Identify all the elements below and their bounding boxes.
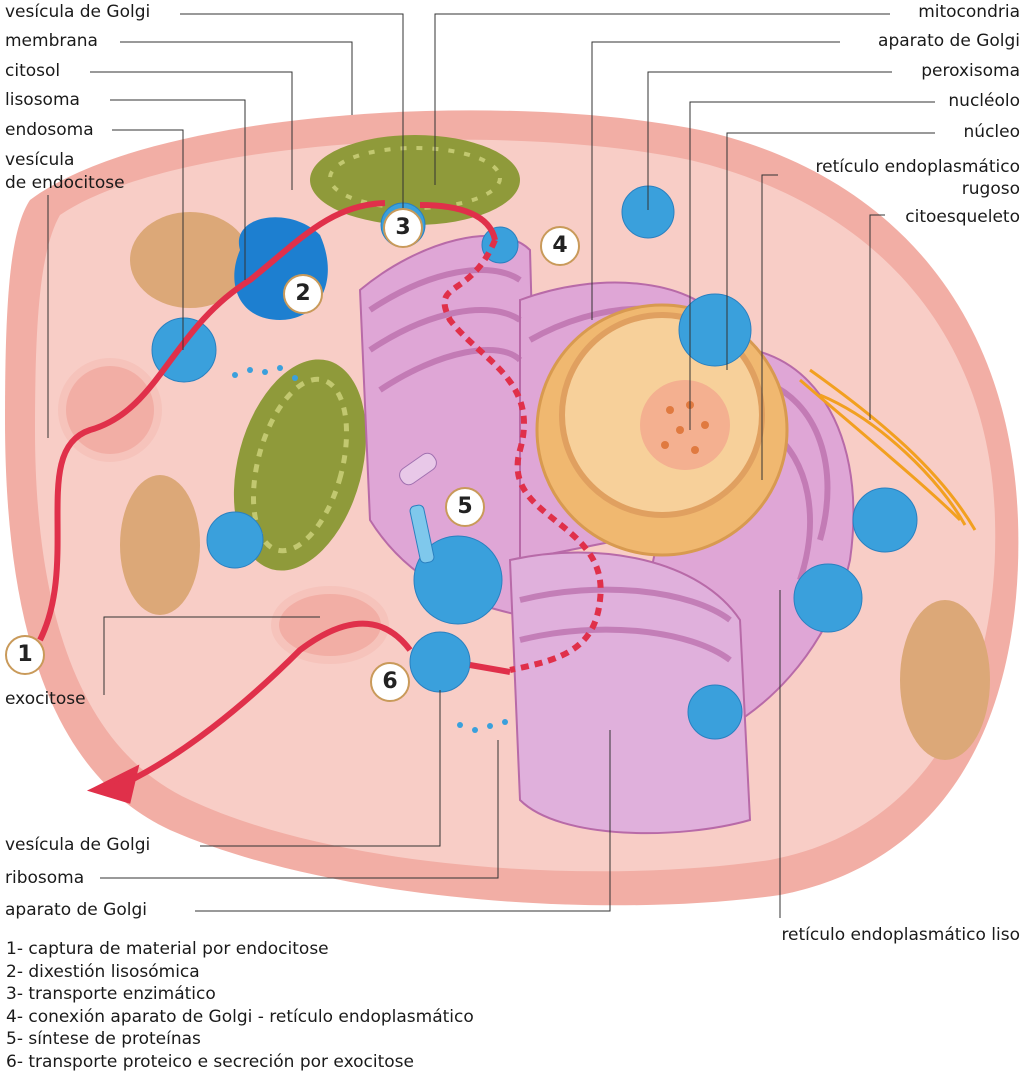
label-endocytosis-vesicle-line1: vesícula bbox=[5, 150, 75, 170]
step-5-marker: 5 bbox=[445, 487, 485, 527]
label-golgi-apparatus: aparato de Golgi bbox=[878, 31, 1020, 51]
label-nucleolus: nucléolo bbox=[948, 91, 1020, 111]
cytoskeleton bbox=[799, 368, 977, 531]
vacuole bbox=[120, 475, 200, 615]
transport-pathway bbox=[37, 200, 604, 804]
endocytosis-fold bbox=[58, 358, 162, 462]
label-rough-er-line2: rugoso bbox=[961, 179, 1020, 199]
exocytosis-fold bbox=[271, 586, 389, 664]
step-1-marker: 1 bbox=[5, 635, 45, 675]
step-2-marker: 2 bbox=[283, 274, 323, 314]
legend-item: 4- conexión aparato de Golgi - retículo … bbox=[6, 1006, 474, 1027]
vesicle bbox=[206, 511, 264, 569]
legend-item: 2- dixestión lisosómica bbox=[6, 961, 200, 982]
step-4-marker: 4 bbox=[540, 226, 580, 266]
legend-item: 5- síntese de proteínas bbox=[6, 1029, 201, 1050]
vesicle bbox=[852, 487, 918, 553]
label-ribosome: ribosoma bbox=[5, 868, 85, 888]
label-exocytosis: exocitose bbox=[5, 689, 86, 709]
vesicle bbox=[793, 563, 863, 633]
label-cytosol: citosol bbox=[5, 61, 61, 81]
golgi-vesicle bbox=[409, 631, 471, 693]
vesicle bbox=[687, 684, 743, 740]
label-peroxisome: peroxisoma bbox=[921, 61, 1020, 81]
label-rough-er-line1: retículo endoplasmático bbox=[815, 157, 1020, 177]
label-cytoskeleton: citoesqueleto bbox=[905, 207, 1020, 227]
vesicle bbox=[678, 293, 752, 367]
label-nucleus: núcleo bbox=[963, 122, 1020, 142]
nucleolus bbox=[640, 380, 730, 470]
label-smooth-er: retículo endoplasmático liso bbox=[781, 925, 1020, 945]
legend-item: 3- transporte enzimático bbox=[6, 984, 216, 1005]
leader-lines bbox=[47, 13, 935, 918]
ribosome-vesicle bbox=[413, 535, 503, 625]
label-golgi-apparatus-bottom: aparato de Golgi bbox=[5, 900, 147, 920]
mitochondrion bbox=[233, 359, 367, 571]
step-3-marker: 3 bbox=[383, 208, 423, 248]
label-mitochondria: mitocondria bbox=[918, 2, 1020, 22]
label-golgi-vesicle: vesícula de Golgi bbox=[5, 2, 151, 22]
label-endocytosis-vesicle-line2: de endocitose bbox=[5, 173, 125, 193]
label-endosome: endosoma bbox=[5, 120, 94, 140]
vacuole bbox=[900, 600, 990, 760]
legend: 1- captura de material por endocitose 2-… bbox=[6, 938, 474, 1074]
label-membrane: membrana bbox=[5, 31, 98, 51]
legend-item: 6- transporte proteico e secreción por e… bbox=[6, 1051, 414, 1072]
step-6-marker: 6 bbox=[370, 662, 410, 702]
vacuole bbox=[130, 212, 250, 308]
label-lysosome: lisosoma bbox=[5, 90, 80, 110]
legend-item: 1- captura de material por endocitose bbox=[6, 939, 329, 959]
label-golgi-vesicle-bottom: vesícula de Golgi bbox=[5, 835, 151, 855]
